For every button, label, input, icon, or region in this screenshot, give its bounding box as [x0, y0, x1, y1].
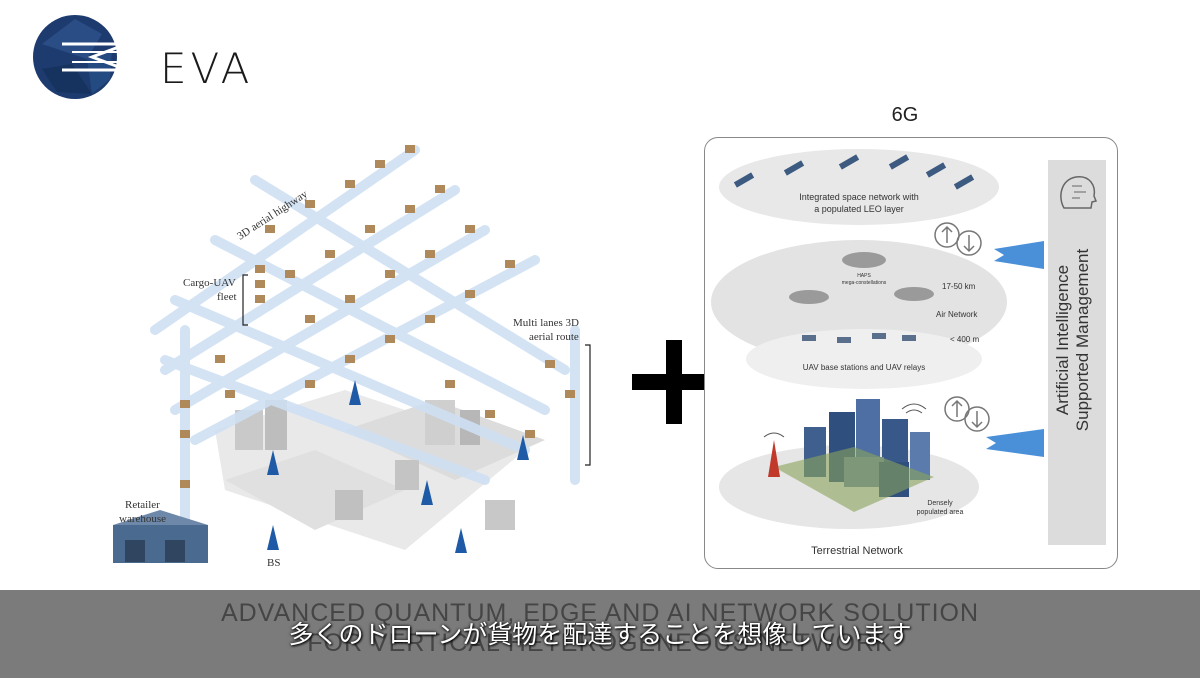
- updown-arrow-icon-lower: [944, 396, 990, 432]
- satellite-icons: [733, 154, 975, 190]
- space-label-1: Integrated space network with: [799, 192, 919, 202]
- caption-line2: FOR VERTICAL HETEROGENEOUS NETWORK: [307, 629, 893, 657]
- cell-tower-icon: [763, 432, 785, 477]
- ai-management-bar: [1048, 160, 1106, 545]
- caption-line1: ADVANCED QUANTUM, EDGE AND AI NETWORK SO…: [220, 599, 980, 627]
- plus-sign: [632, 340, 716, 424]
- warehouse-label-2: warehouse: [119, 513, 166, 525]
- ai-management-label: Artificial Intelligence Supported Manage…: [1053, 160, 1093, 520]
- air-network-label: Air Network: [936, 310, 978, 319]
- highway-lanes: [150, 145, 580, 545]
- slide-caption: ADVANCED QUANTUM, EDGE AND AI NETWORK SO…: [0, 598, 1200, 658]
- retailer-warehouse: [113, 510, 208, 563]
- space-label-2: a populated LEO layer: [814, 204, 904, 214]
- route-label-2: aerial route: [529, 331, 579, 343]
- logo-globe-icon: [33, 15, 128, 99]
- fleet-label-2: fleet: [217, 291, 237, 303]
- terrestrial-network-label: Terrestrial Network: [811, 545, 903, 557]
- air-layer-ellipse: [711, 240, 1007, 364]
- ai-head-icon: [1060, 176, 1098, 209]
- haps-airship-icons: [789, 252, 934, 304]
- video-subtitle: 多くのドローンが貨物を配達することを想像しています: [288, 621, 912, 649]
- dense-area-label-1: Densely: [927, 500, 953, 507]
- route-bracket: [585, 344, 591, 466]
- wireless-signal-icon: [901, 403, 927, 414]
- caption-bar: [0, 590, 1200, 678]
- ai-label-line2: Supported Management: [1073, 248, 1092, 432]
- cargo-uav-fleet: [180, 145, 575, 488]
- blue-arrow-icon-upper: [994, 241, 1044, 269]
- haps-label-1: HAPS: [857, 273, 871, 279]
- city-buildings: [774, 399, 934, 512]
- altitude-low-label: < 400 m: [950, 335, 979, 344]
- aerial-highway-diagram: 3D aerial highway Cargo-UAV fleet Multi …: [113, 145, 591, 569]
- uav-layer-ellipse: [746, 329, 982, 389]
- ai-label-line1: Artificial Intelligence: [1053, 264, 1072, 416]
- diagram-title-6g: 6G: [891, 104, 919, 126]
- blue-arrow-icon-lower: [986, 429, 1044, 457]
- updown-arrow-icon-upper: [934, 222, 982, 256]
- warehouse-label-1: Retailer: [125, 499, 160, 511]
- fleet-bracket: [242, 274, 248, 326]
- 6g-diagram: Integrated space network with a populate…: [711, 149, 1044, 557]
- uav-relay-icons: [802, 333, 916, 343]
- bs-label: BS: [267, 557, 280, 569]
- dense-area-label-2: populated area: [917, 509, 964, 516]
- altitude-high-label: 17-50 km: [942, 282, 976, 291]
- city-base: [215, 390, 545, 550]
- uav-relays-label: UAV base stations and UAV relays: [803, 363, 925, 372]
- route-label-1: Multi lanes 3D: [513, 317, 579, 329]
- haps-label-2: mega-constellations: [842, 280, 887, 286]
- fleet-label-1: Cargo-UAV: [183, 277, 236, 289]
- logo-text: EVA: [160, 44, 254, 93]
- eva-logo: EVA: [32, 14, 252, 100]
- base-station-icons: [267, 380, 529, 553]
